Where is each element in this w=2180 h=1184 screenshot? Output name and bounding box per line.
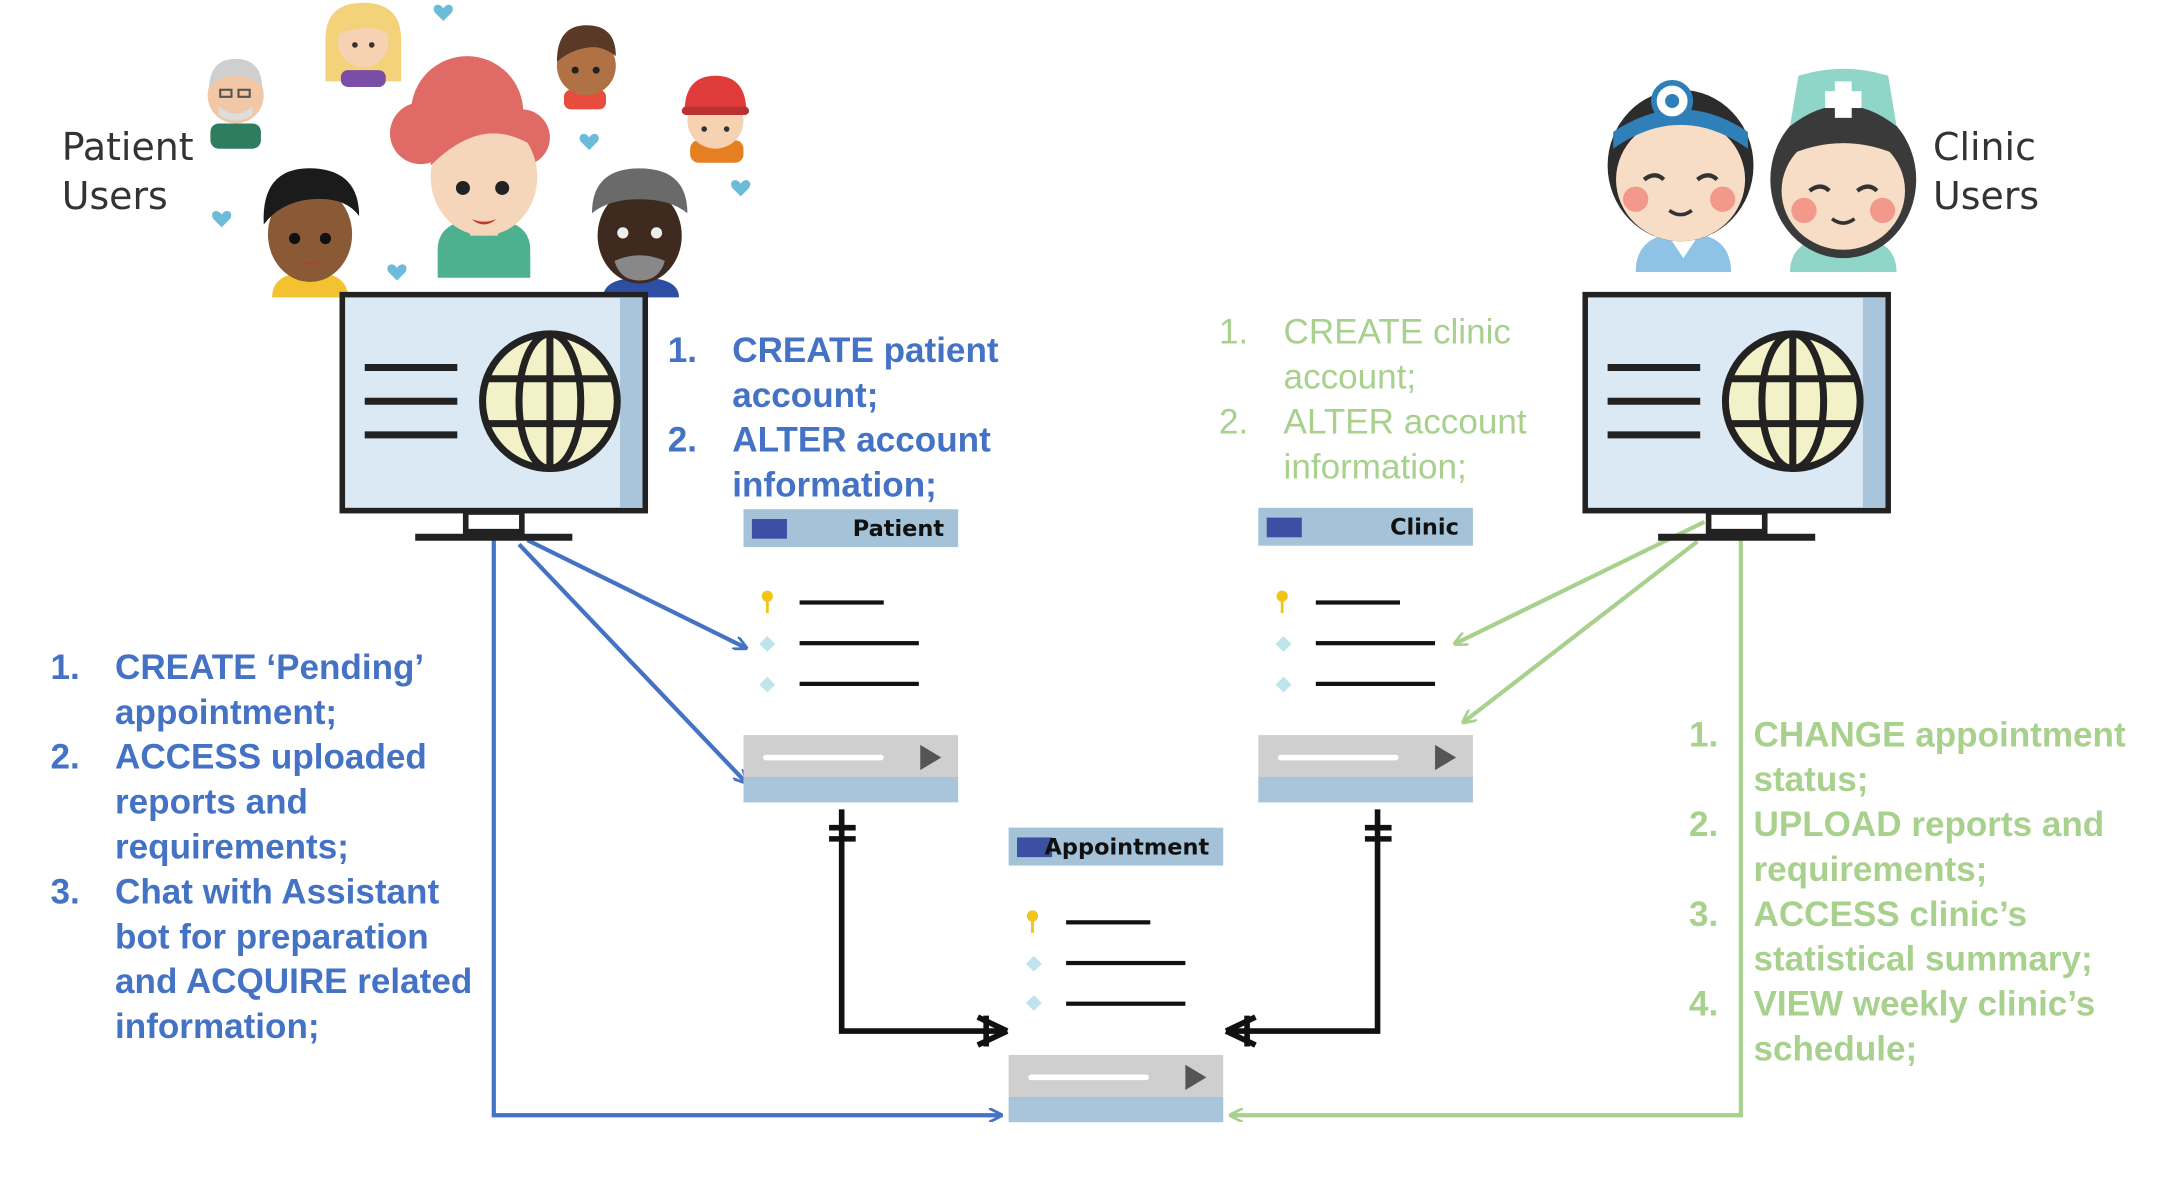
- clinic-account-steps: 1. CREATE clinic account; 2. ALTER account …: [1219, 310, 1584, 490]
- table-row: [799, 681, 919, 686]
- primary-key-icon: [1276, 590, 1288, 614]
- blonde-woman-avatar: [325, 2, 402, 87]
- table-row: [799, 600, 884, 605]
- step-item: 3. ACCESS clinic’s statistical summary;: [1689, 892, 2166, 982]
- patient-flow-arrows: [491, 538, 1002, 1115]
- play-icon: [1435, 744, 1457, 771]
- step-number: 1.: [1688, 715, 1719, 755]
- play-icon: [920, 744, 942, 771]
- table-row: [1066, 920, 1151, 925]
- step-number: 4.: [1688, 984, 1719, 1025]
- step-text: ACCESS uploaded reports and requirements…: [115, 737, 427, 867]
- appointment-table-header: Appointment: [1008, 827, 1224, 866]
- relationship-lines: [829, 809, 1392, 1048]
- step-item: 1. CHANGE appointment status;: [1689, 713, 2166, 803]
- step-number: 2.: [1219, 402, 1249, 442]
- relation-clinic-appointment: [1226, 809, 1381, 1034]
- relation-patient-appointment: [838, 809, 1008, 1034]
- bearded-man-avatar: [591, 168, 688, 298]
- step-text: CREATE ‘Pending’ appointment;: [115, 648, 423, 733]
- step-item: 1. CREATE clinic account;: [1219, 310, 1584, 400]
- table-row: [1315, 681, 1436, 686]
- step-item: 3. Chat with Assistant bot for preparatio…: [51, 870, 486, 1050]
- old-man-avatar: [207, 58, 264, 149]
- brown-man-avatar: [556, 25, 616, 110]
- clinic-users-label: Clinic Users: [1933, 126, 2040, 219]
- step-text: ALTER account information;: [732, 420, 991, 506]
- table-row: [799, 641, 919, 646]
- table-row: [1315, 641, 1436, 646]
- primary-key-icon: [761, 590, 773, 614]
- step-text: ALTER account information;: [1283, 402, 1527, 487]
- step-text: Chat with Assistant bot for preparation …: [115, 872, 473, 1047]
- step-item: 4. VIEW weekly clinic’s schedule;: [1689, 982, 2166, 1072]
- step-item: 1. CREATE patient account;: [668, 328, 1047, 418]
- arrow-clinic-to-appointment: [1230, 540, 1743, 1115]
- table-icon: [751, 519, 787, 539]
- patient-appointment-steps: 1. CREATE ‘Pending’ appointment; 2. ACCESS …: [51, 645, 486, 1049]
- clinic-table-header: Clinic: [1258, 507, 1473, 546]
- table-row: [1066, 1001, 1186, 1006]
- step-text: CHANGE appointment status;: [1753, 715, 2126, 800]
- step-text: CREATE patient account;: [732, 331, 999, 416]
- dark-skin-boy-avatar: [263, 168, 360, 298]
- patient-monitor-icon: [339, 291, 649, 541]
- table-icon: [1266, 517, 1302, 538]
- table-icon: [1017, 837, 1053, 858]
- step-number: 1.: [1219, 312, 1249, 353]
- nurse-avatar: [1770, 68, 1917, 273]
- step-number: 3.: [1688, 894, 1719, 935]
- step-number: 1.: [50, 648, 80, 688]
- patient-table-actions: [743, 735, 959, 803]
- step-item: 2. UPLOAD reports and requirements;: [1689, 802, 2166, 892]
- step-number: 2.: [1688, 805, 1719, 845]
- step-item: 2. ACCESS uploaded reports and requiremen…: [51, 735, 486, 870]
- arrow-clinic-to-clinic-table: [1455, 519, 1706, 644]
- primary-key-icon: [1026, 910, 1039, 933]
- step-text: CREATE clinic account;: [1283, 312, 1511, 397]
- arrow-clinic-to-clinic-actions: [1463, 539, 1699, 722]
- arrow-patient-to-appointment: [491, 540, 1002, 1115]
- red-hair-woman-avatar: [389, 56, 550, 278]
- patient-table-header: Patient: [743, 509, 959, 548]
- clinic-appointment-steps: 1. CHANGE appointment status; 2. UPLOAD rep…: [1689, 713, 2166, 1072]
- clinic-avatars-icon: [1607, 68, 1917, 273]
- step-text: UPLOAD reports and requirements;: [1753, 805, 2105, 890]
- patient-users-label: Patient Users: [61, 126, 194, 219]
- step-item: 2. ALTER account information;: [1219, 400, 1584, 490]
- clinic-flow-arrows: [1230, 519, 1743, 1115]
- play-icon: [1185, 1064, 1207, 1090]
- arrow-patient-to-patient-table: [526, 538, 746, 648]
- clinic-monitor-icon: [1582, 291, 1891, 541]
- table-row: [1315, 600, 1400, 605]
- step-item: 2. ALTER account information;: [668, 418, 1047, 508]
- step-number: 3.: [50, 872, 80, 912]
- red-cap-avatar: [681, 75, 750, 163]
- arrow-patient-to-patient-actions: [517, 542, 746, 782]
- patient-account-steps: 1. CREATE patient account; 2. ALTER account…: [668, 328, 1047, 508]
- step-item: 1. CREATE ‘Pending’ appointment;: [51, 645, 486, 735]
- patient-avatars-icon: [207, 2, 751, 298]
- clinic-table-actions: [1258, 735, 1473, 803]
- appointment-table-actions: [1008, 1054, 1224, 1123]
- table-row: [1066, 960, 1186, 966]
- step-text: VIEW weekly clinic’s schedule;: [1753, 984, 2096, 1069]
- step-text: ACCESS clinic’s statistical summary;: [1753, 894, 2093, 980]
- doctor-avatar: [1607, 79, 1754, 273]
- step-number: 2.: [50, 737, 80, 778]
- step-number: 2.: [667, 420, 697, 461]
- step-number: 1.: [667, 331, 697, 371]
